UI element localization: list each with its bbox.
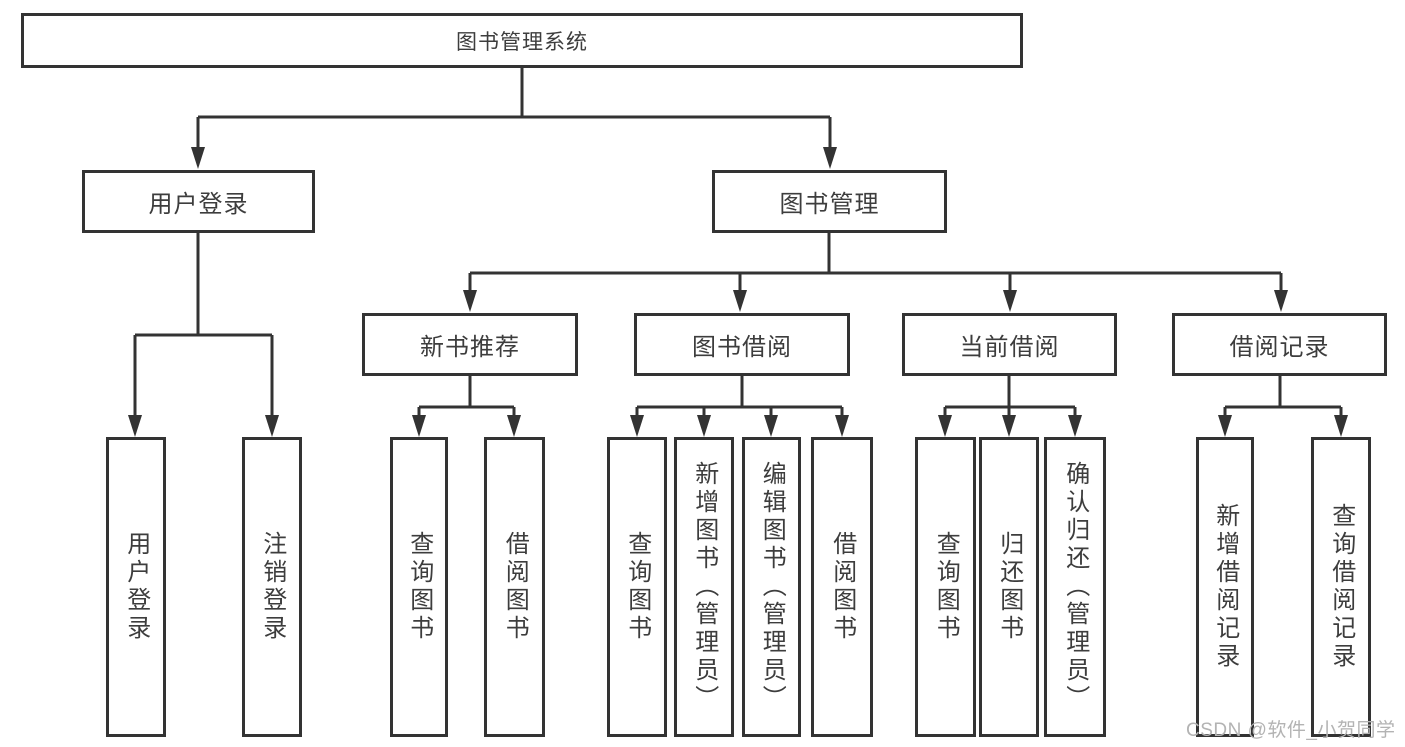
node-user-login-label: 用户登录 xyxy=(148,191,249,218)
node-borrow-records-label: 借阅记录 xyxy=(1229,334,1330,361)
leaf-add-borrow-record: 新增借阅记录 xyxy=(1196,437,1254,737)
node-current-borrow-label: 当前借阅 xyxy=(959,334,1060,361)
leaf-edit-book-admin: 编辑图书（管理员） xyxy=(742,437,801,737)
connector-root-to-level2 xyxy=(196,68,832,150)
node-library-system-label: 图书管理系统 xyxy=(456,30,588,54)
node-new-book-recommend: 新书推荐 xyxy=(362,313,578,376)
leaf-add-book-admin: 新增图书（管理员） xyxy=(674,437,734,737)
arrowheads xyxy=(128,147,1348,437)
leaf-borrow-books-recommend: 借阅图书 xyxy=(484,437,545,737)
leaf-return-book: 归还图书 xyxy=(979,437,1039,737)
leaf-confirm-return-admin: 确认归还（管理员） xyxy=(1044,437,1106,737)
node-library-system: 图书管理系统 xyxy=(21,13,1023,68)
node-book-borrow: 图书借阅 xyxy=(634,313,850,376)
connector-book-mgmt-to-level3 xyxy=(468,233,1283,294)
connector-book-borrow-children xyxy=(635,376,844,420)
leaf-logout: 注销登录 xyxy=(242,437,302,737)
node-user-login: 用户登录 xyxy=(82,170,315,233)
leaf-query-books-current: 查询图书 xyxy=(915,437,976,737)
node-book-management: 图书管理 xyxy=(712,170,947,233)
leaf-query-books-borrow: 查询图书 xyxy=(607,437,667,737)
connector-new-book-children xyxy=(417,376,516,420)
node-borrow-records: 借阅记录 xyxy=(1172,313,1387,376)
connector-borrow-record-children xyxy=(1223,376,1343,420)
node-book-borrow-label: 图书借阅 xyxy=(692,334,792,361)
node-current-borrow: 当前借阅 xyxy=(902,313,1117,376)
connector-current-borrow-children xyxy=(943,376,1077,420)
node-book-management-label: 图书管理 xyxy=(779,191,880,218)
leaf-query-books-recommend: 查询图书 xyxy=(390,437,448,737)
leaf-query-borrow-record: 查询借阅记录 xyxy=(1311,437,1371,737)
leaf-user-login: 用户登录 xyxy=(106,437,166,737)
connector-user-login-children xyxy=(133,233,274,420)
leaf-borrow-books: 借阅图书 xyxy=(811,437,873,737)
node-new-book-recommend-label: 新书推荐 xyxy=(420,334,520,361)
